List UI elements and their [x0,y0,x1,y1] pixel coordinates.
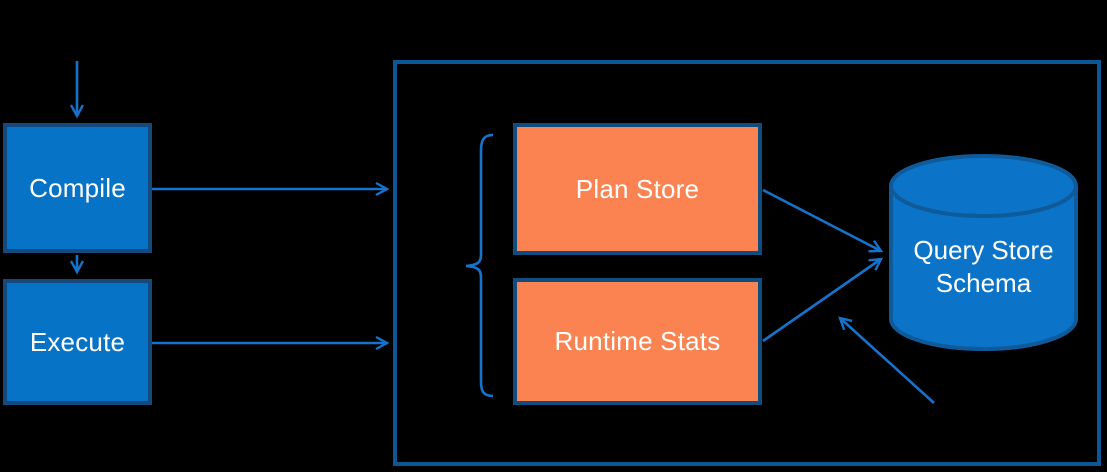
execute-label: Execute [29,326,126,357]
runtime-stats-label: Runtime Stats [554,326,721,356]
query-store-schema-label: Query Store Schema [913,235,1054,298]
execute-node: Execute [3,279,152,405]
runtime-stats-node: Runtime Stats [513,278,762,405]
compile-label: Compile [29,172,126,203]
compile-node: Compile [3,123,152,253]
plan-store-node: Plan Store [513,123,762,255]
plan-store-label: Plan Store [575,173,700,204]
container-box [393,60,1101,466]
